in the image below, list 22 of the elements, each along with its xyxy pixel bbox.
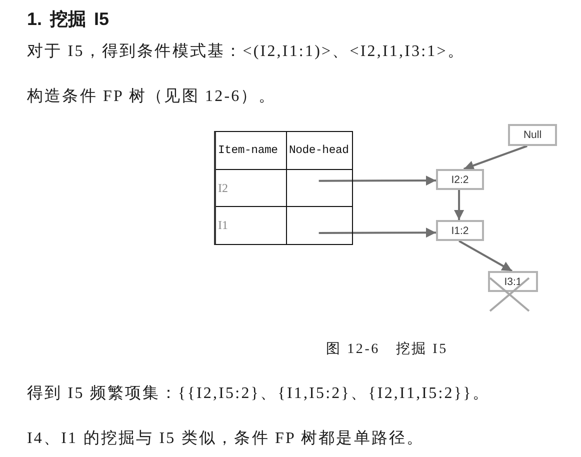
paragraph: I4、I1 的挖掘与 I5 类似，条件 FP 树都是单路径。 — [27, 428, 424, 449]
arrow — [464, 145, 528, 170]
tree-node: Null — [508, 124, 557, 146]
table-cell: I2 — [216, 169, 286, 206]
header-cell: Item-name — [216, 132, 286, 169]
table-cell — [286, 169, 353, 206]
table-cell — [286, 206, 353, 244]
arrow — [454, 190, 464, 220]
paragraph: 构造条件 FP 树（见图 12-6）。 — [27, 86, 276, 107]
figure-caption: 图 12-6 挖掘 I5 — [326, 340, 448, 358]
header-cell: Node-head — [286, 132, 353, 169]
table — [214, 131, 353, 245]
arrow — [458, 240, 512, 272]
tree-node: I2:2 — [436, 169, 484, 190]
arrow — [318, 228, 436, 238]
tree-node: I1:2 — [436, 220, 484, 241]
tree-node: I3:1 — [488, 271, 538, 292]
arrow — [318, 176, 436, 186]
paragraph: 得到 I5 频繁项集：{{I2,I5:2}、{I1,I5:2}、{I2,I1,I5:2}}。 — [27, 384, 490, 404]
section-heading: 1. 挖掘 I5 — [27, 8, 110, 31]
paragraph: 对于 I5，得到条件模式基：<(I2,I1:1)>、<I2,I1,I3:1>。 — [27, 42, 466, 62]
table-cell: I1 — [216, 206, 286, 244]
